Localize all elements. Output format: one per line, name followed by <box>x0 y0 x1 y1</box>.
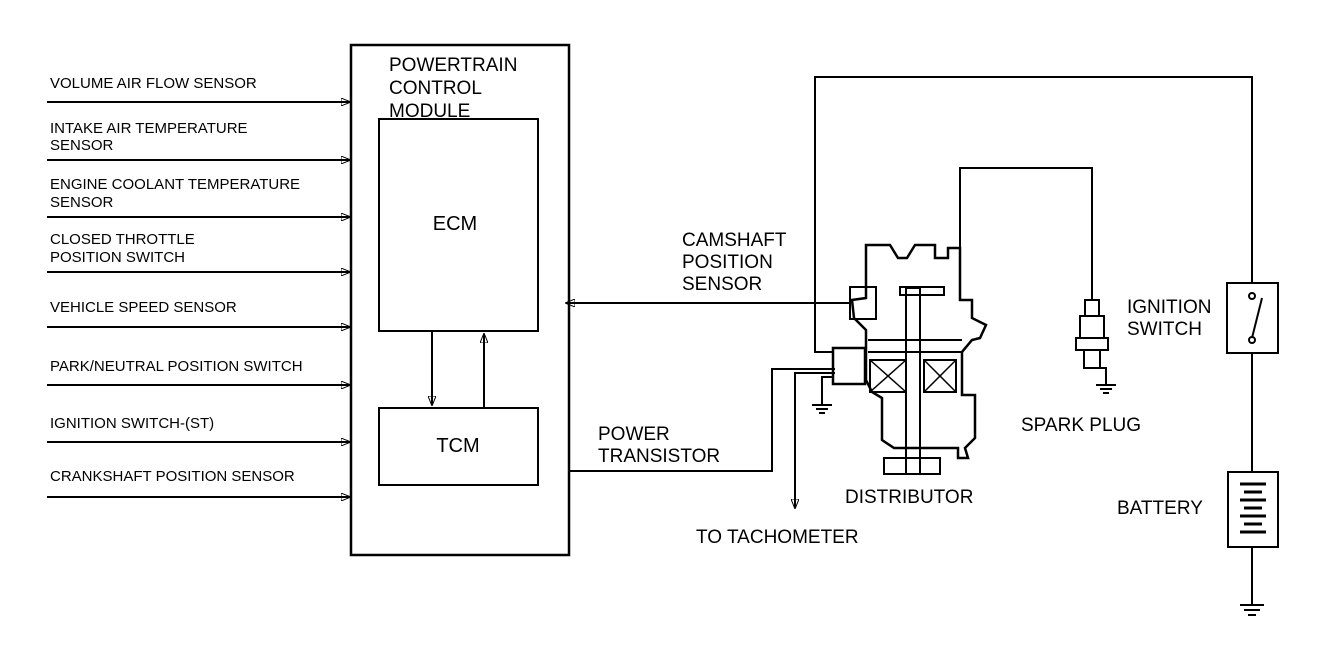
switch-blade <box>1251 297 1263 339</box>
tachometer-wire <box>795 372 835 508</box>
coil-winding-right <box>923 359 957 393</box>
coil-x-left-2 <box>869 359 907 393</box>
input-label-pnp: PARK/NEUTRAL POSITION SWITCH <box>50 358 303 375</box>
camshaft-signal: CAMSHAFT POSITION SENSOR <box>566 230 850 303</box>
input-label-ect-1: ENGINE COOLANT TEMPERATURE <box>50 176 300 193</box>
pcm-title-2: CONTROL <box>389 78 482 99</box>
input-label-ect-2: SENSOR <box>50 194 114 211</box>
spark-plug-lead <box>959 167 1093 300</box>
pcm-title-3: MODULE <box>389 101 470 122</box>
distributor-ground-wire <box>821 376 833 404</box>
distributor-label: DISTRIBUTOR <box>845 487 973 508</box>
power-transistor-wire: POWER TRANSISTOR TO TACHOMETER <box>569 368 859 548</box>
input-label-ckp: CRANKSHAFT POSITION SENSOR <box>50 468 295 485</box>
battery-label: BATTERY <box>1117 498 1203 519</box>
switch-contact-top <box>1248 292 1256 300</box>
input-label-ctp-1: CLOSED THROTTLE <box>50 231 195 248</box>
distributor-base <box>883 457 941 475</box>
supply-wiring <box>814 76 1253 353</box>
spark-plug-insulator <box>1079 315 1105 339</box>
tcm-label: TCM <box>436 435 479 457</box>
input-signals: VOLUME AIR FLOW SENSOR INTAKE AIR TEMPER… <box>47 75 350 497</box>
power-transistor-block <box>831 346 867 386</box>
camshaft-sensor-block <box>849 286 877 320</box>
tcm-box <box>378 407 539 486</box>
to-tachometer-label: TO TACHOMETER <box>696 527 859 548</box>
spark-plug-terminal <box>1084 299 1100 317</box>
spark-plug-ground-wire <box>1100 367 1107 384</box>
ignition-switch-label-2: SWITCH <box>1127 319 1202 340</box>
camshaft-label-2: POSITION <box>682 252 773 273</box>
spark-plug-label: SPARK PLUG <box>1021 415 1141 436</box>
ignition-switch: IGNITION SWITCH <box>1127 282 1279 472</box>
ecm-box <box>378 118 539 332</box>
ignition-feed-wire <box>814 76 1253 353</box>
input-label-iat-1: INTAKE AIR TEMPERATURE <box>50 120 248 137</box>
spark-plug-thread <box>1083 349 1101 369</box>
coil-x-right-2 <box>923 359 957 393</box>
input-label-ign: IGNITION SWITCH-(ST) <box>50 415 214 432</box>
camshaft-label-3: SENSOR <box>682 274 762 295</box>
battery: BATTERY <box>1117 471 1279 616</box>
camshaft-label-1: CAMSHAFT <box>682 230 787 251</box>
pcm-block: POWERTRAIN CONTROL MODULE ECM TCM <box>349 43 571 557</box>
distributor: DISTRIBUTOR <box>812 243 988 508</box>
input-label-ctp-2: POSITION SWITCH <box>50 249 185 266</box>
pcm-title-1: POWERTRAIN <box>389 55 517 76</box>
ignition-switch-label-1: IGNITION <box>1127 297 1211 318</box>
power-transistor-label-2: TRANSISTOR <box>598 446 720 467</box>
power-transistor-label-1: POWER <box>598 424 670 445</box>
spark-plug-hex <box>1075 337 1109 351</box>
spark-plug: SPARK PLUG <box>1021 299 1141 436</box>
coil-winding-left <box>869 359 907 393</box>
distributor-shaft <box>905 287 921 475</box>
input-label-vss: VEHICLE SPEED SENSOR <box>50 299 237 316</box>
input-label-maf: VOLUME AIR FLOW SENSOR <box>50 75 257 92</box>
power-transistor-line <box>569 368 835 472</box>
distributor-rotor <box>899 286 945 296</box>
ecm-label: ECM <box>433 213 477 235</box>
input-label-iat-2: SENSOR <box>50 137 114 154</box>
